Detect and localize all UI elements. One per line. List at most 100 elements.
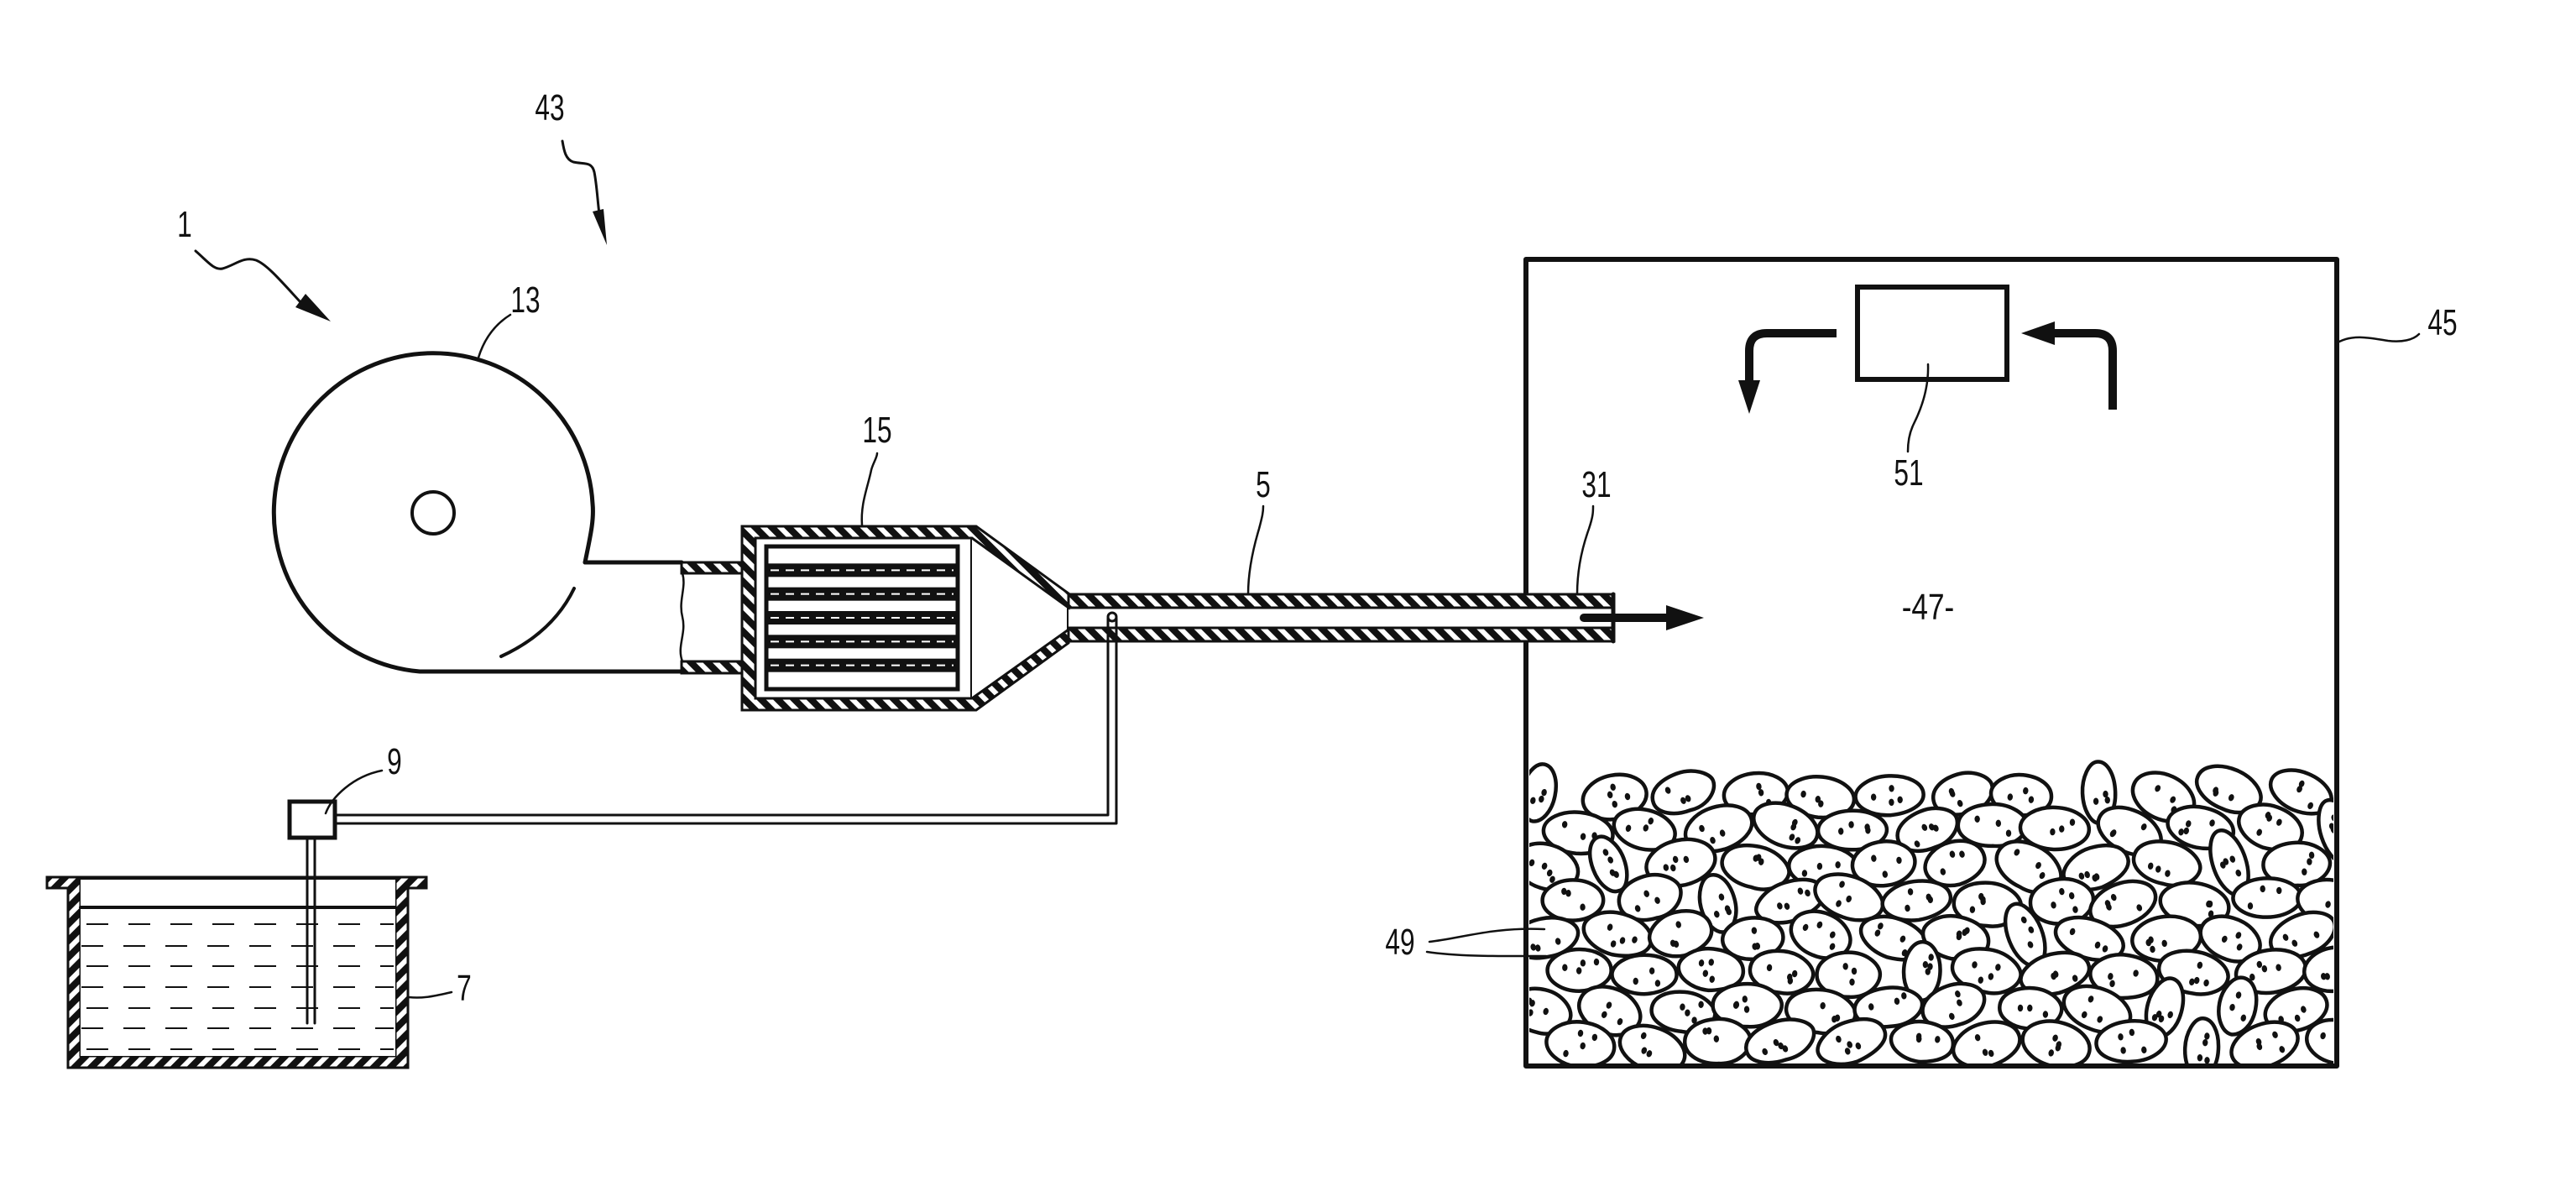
potato-eye [2155,1011,2162,1018]
potato-eye [1698,1001,1704,1008]
potato-eye [1925,968,1931,975]
potato [1617,1023,1687,1063]
potato-outline [2231,876,2303,919]
potato-eye [2331,814,2333,822]
potato-eye [1646,1050,1653,1058]
potato [1813,872,1885,922]
potato-eye [1683,855,1690,864]
potato-eye [1835,861,1841,869]
potato-eye [1607,856,1614,864]
potato-eye [2141,1046,2147,1054]
potato-eye [1957,999,1962,1006]
potato-eye [1955,990,1961,998]
potato-eye [2027,941,2034,948]
potato-eye [1889,785,1894,792]
potato-eye [1529,859,1535,867]
potato-outline [2131,839,2202,888]
potato-eye [1836,1035,1842,1043]
sensor-tube-inner [334,617,1110,817]
potato-eye [2072,975,2078,982]
potato-outline [2094,1019,2168,1063]
potato-eye [1982,1048,1988,1056]
potato-eye [1529,1009,1534,1016]
potato-eye [2136,904,2143,912]
potato-eye [1593,958,1600,966]
potato-eye [1848,821,1854,828]
potato-eye [1691,1016,1697,1024]
potato [2182,1016,2221,1063]
potato-eye [1851,967,1858,975]
potato-eye [2133,969,2139,977]
potato-eye [2110,893,2117,901]
potato-eye [1654,980,1661,987]
potato-outline [1789,909,1852,960]
potato-eye [1580,1042,1586,1050]
potato-eye [1791,969,1798,978]
potato-eye [2051,901,2056,909]
tank: 7 [45,871,472,1069]
potato [1744,1017,1816,1063]
potato-eye [2298,780,2305,787]
potato-eye [2291,939,2298,947]
potato-outline [1720,916,1785,961]
potato-eye [1978,976,1984,984]
potato-eye [1784,902,1790,910]
potato-eye [1743,1006,1750,1013]
potato-eye [2094,941,2101,949]
potato-eye [2276,886,2282,895]
potato-eye [1800,790,1806,798]
potato-eye [2220,861,2226,869]
potato-eye [1709,975,1715,983]
potato-eye [2272,1031,2278,1038]
potato-eye [1543,1007,1549,1016]
potato-eye [1756,782,1762,791]
potato-eye [1539,795,1544,803]
potato-eye [1714,911,1720,918]
potato-eye [1663,864,1669,871]
potato-eye [1698,959,1705,967]
potato-eye [1899,935,1906,943]
potato-eye [1956,930,1962,938]
potato [2020,1019,2092,1063]
potato-eye [2155,865,2161,873]
label-assembly: 43 [535,87,564,128]
potato-outline [1895,806,1960,854]
potato-eye [1708,959,1714,966]
potato-eye [1649,967,1655,975]
potato-eye [1916,1035,1922,1043]
potato-eye [2249,973,2255,981]
potato-eye [1613,870,1619,878]
potato-eye [1855,1042,1862,1050]
potato-eye [2161,939,2167,948]
potato-eye [1949,790,1956,797]
potato-eye [2189,978,2195,985]
label-products: 49 [1385,922,1414,963]
potato-eye [2185,820,2192,828]
potato-outline [1647,909,1714,959]
potato-eye [1601,1011,1607,1018]
label-enclosure: 45 [2427,302,2457,343]
sensor-tube-outer [334,617,1118,825]
potato-eye [2050,828,2056,836]
potato-eye [2302,868,2307,875]
potato-eye [2027,1004,2033,1012]
potato-eye [1974,815,1980,823]
potato-eye [1742,995,1748,1003]
potato-eye [2235,991,2242,999]
potato-outline [2195,764,2263,815]
potato-eye [1829,931,1836,938]
potato-eye [1755,854,1762,861]
potato-eye [2240,1014,2247,1022]
potato-eye [1610,783,1616,791]
potato-eye [1802,923,1809,931]
sensor-box [287,799,337,840]
potato-eye [2150,945,2155,954]
potato-eye [1602,849,1609,856]
potato-eye [1905,904,1910,912]
fan-cutoff-arc [499,587,576,658]
break-line [679,572,685,663]
potato-eye [2204,1057,2210,1063]
potato-eye [2208,910,2214,917]
potato [2217,975,2259,1037]
potato [1529,916,1581,960]
